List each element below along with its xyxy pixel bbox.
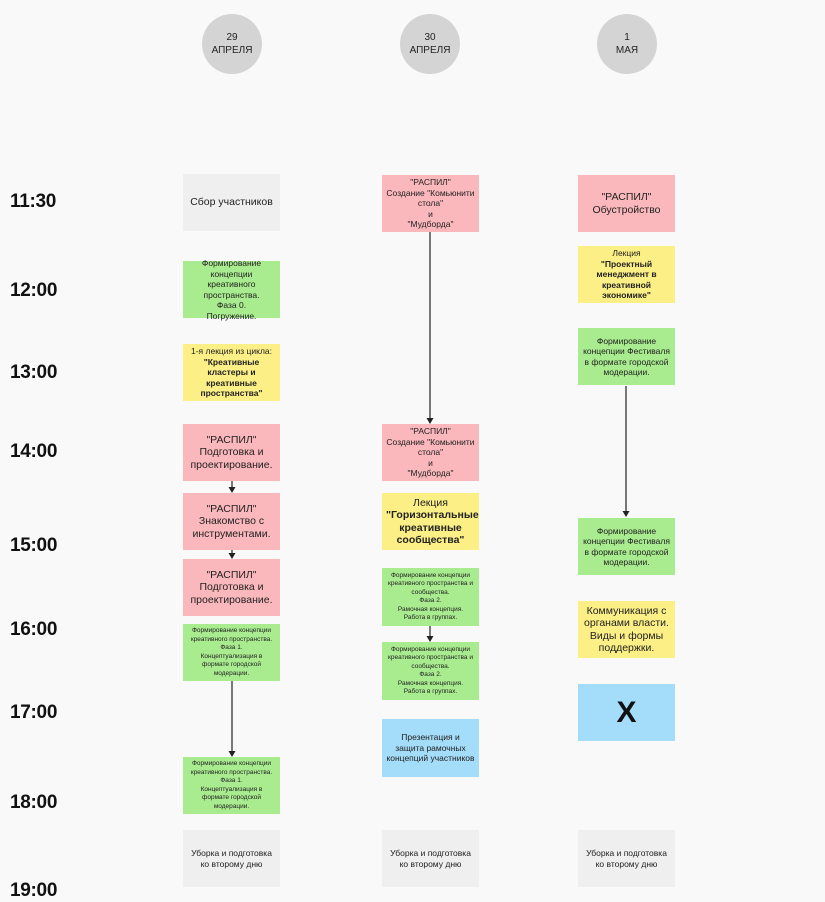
- day-number: 30: [424, 32, 436, 43]
- card-line: "РАСПИЛ": [206, 433, 257, 446]
- card-lecture-1: 1-я лекция из цикла: "Креативные кластер…: [183, 344, 280, 401]
- card-line: Обустройство: [592, 203, 661, 216]
- card-festival-concept-b: Формирование концепции Фестиваля в форма…: [578, 518, 675, 575]
- card-line: Рамочная концепция.: [397, 605, 464, 613]
- card-line: и: [428, 208, 433, 219]
- x-mark: X: [616, 695, 637, 729]
- card-cleanup-day3: Уборка и подготовка ко второму дню: [578, 830, 675, 887]
- card-festival-concept-a: Формирование концепции Фестиваля в форма…: [578, 328, 675, 385]
- card-raspil-setup: "РАСПИЛ" Обустройство: [578, 175, 675, 232]
- card-line: Формирование концепции креативного прост…: [388, 645, 473, 670]
- card-text: Уборка и подготовка ко второму дню: [586, 848, 667, 869]
- time-label-1400: 14:00: [10, 441, 58, 462]
- card-text: Формирование концепции Фестиваля в форма…: [583, 335, 670, 378]
- card-line: Фаза 1.: [220, 644, 243, 651]
- day-number: 29: [226, 32, 238, 43]
- card-line: Подготовка и проектирование.: [190, 446, 273, 471]
- lecture-title: "Креативные кластеры и креативные простр…: [200, 356, 263, 399]
- time-label-1200: 12:00: [10, 280, 58, 301]
- card-cleanup-day1: Уборка и подготовка ко второму дню: [183, 830, 280, 887]
- card-line: Рамочная концепция.: [397, 679, 464, 687]
- card-line: и: [428, 457, 433, 468]
- card-line: Работа в группах.: [403, 688, 458, 695]
- day-month: МАЯ: [615, 45, 639, 56]
- card-line: "Мудборда": [407, 468, 454, 479]
- card-line: Знакомство с инструментами.: [192, 515, 271, 540]
- card-raspil-community-table-1: "РАСПИЛ" Создание "Комьюнити стола" и "М…: [382, 175, 479, 232]
- card-line: Фаза 2.: [419, 597, 442, 604]
- card-line: Формирование концепции креативного прост…: [190, 760, 273, 776]
- card-line: Работа в группах.: [403, 614, 458, 621]
- card-raspil-preparation-2: "РАСПИЛ" Подготовка и проектирование.: [183, 559, 280, 616]
- lecture-title: "Проектный менеджмент в креативной эконо…: [596, 258, 657, 301]
- card-cleanup-day2: Уборка и подготовка ко второму дню: [382, 830, 479, 887]
- lecture-intro: Лекция: [612, 248, 641, 259]
- card-text: Коммуникация с органами власти. Виды и ф…: [584, 604, 669, 655]
- card-text: Уборка и подготовка ко второму дню: [390, 848, 471, 869]
- card-line: Формирование концепции креативного прост…: [201, 258, 262, 300]
- lecture-intro: 1-я лекция из цикла:: [191, 346, 272, 357]
- card-line: Создание "Комьюнити стола": [386, 436, 475, 458]
- card-text: Сбор участников: [190, 196, 273, 209]
- lecture-title: "Горизонтальные креативные сообщества": [386, 509, 479, 546]
- time-label-1500: 15:00: [10, 535, 58, 556]
- card-x-mark: X: [578, 684, 675, 741]
- card-line: "РАСПИЛ": [410, 177, 451, 188]
- card-line: Концептуализация в формате городской мод…: [200, 652, 263, 677]
- card-line: Концептуализация в формате городской мод…: [200, 785, 263, 810]
- time-label-1300: 13:00: [10, 362, 58, 383]
- day-header-29-april: 29 АПРЕЛЯ: [202, 14, 262, 74]
- card-authorities-communication: Коммуникация с органами власти. Виды и ф…: [578, 601, 675, 658]
- time-label-1800: 18:00: [10, 792, 58, 813]
- time-label-1600: 16:00: [10, 619, 58, 640]
- lecture-intro: Лекция: [413, 496, 448, 509]
- card-text: Презентация и защита рамочных концепций …: [386, 732, 475, 764]
- card-raspil-preparation-1: "РАСПИЛ" Подготовка и проектирование.: [183, 424, 280, 481]
- card-concept-phase1-b: Формирование концепции креативного прост…: [183, 757, 280, 814]
- card-line: Создание "Комьюнити стола": [386, 187, 475, 209]
- day-month: АПРЕЛЯ: [409, 45, 451, 56]
- time-label-1900: 19:00: [10, 880, 58, 901]
- card-line: "Мудборда": [407, 219, 454, 230]
- card-lecture-horizontal-communities: Лекция "Горизонтальные креативные сообще…: [382, 493, 479, 550]
- card-gathering: Сбор участников: [183, 174, 280, 231]
- day-number: 1: [624, 32, 630, 43]
- day-header-30-april: 30 АПРЕЛЯ: [400, 14, 460, 74]
- card-line: Формирование концепции креативного прост…: [190, 627, 273, 643]
- card-concept-phase2-b: Формирование концепции креативного прост…: [382, 642, 479, 700]
- card-text: Формирование концепции Фестиваля в форма…: [583, 525, 670, 568]
- card-lecture-project-management: Лекция "Проектный менеджмент в креативно…: [578, 246, 675, 303]
- card-text: Уборка и подготовка ко второму дню: [191, 848, 272, 869]
- card-line: Фаза 2.: [419, 671, 442, 678]
- card-line: "РАСПИЛ": [206, 502, 257, 515]
- card-line: Фаза 0.: [216, 300, 247, 310]
- card-line: "РАСПИЛ": [601, 191, 652, 203]
- card-concept-phase2-a: Формирование концепции креативного прост…: [382, 568, 479, 626]
- card-line: Подготовка и проектирование.: [190, 581, 273, 606]
- card-line: "РАСПИЛ": [206, 568, 257, 581]
- card-line: "РАСПИЛ": [410, 426, 451, 437]
- day-header-1-may: 1 МАЯ: [597, 14, 657, 74]
- time-label-1130: 11:30: [10, 191, 57, 212]
- time-label-1700: 17:00: [10, 702, 58, 723]
- card-concept-phase0: Формирование концепции креативного прост…: [183, 258, 280, 321]
- card-raspil-community-table-2: "РАСПИЛ" Создание "Комьюнити стола" и "М…: [382, 424, 479, 481]
- card-line: Формирование концепции креативного прост…: [388, 571, 473, 596]
- card-line: Фаза 1.: [220, 777, 243, 784]
- card-presentation: Презентация и защита рамочных концепций …: [382, 719, 479, 777]
- day-month: АПРЕЛЯ: [211, 45, 253, 56]
- card-concept-phase1-a: Формирование концепции креативного прост…: [183, 624, 280, 681]
- card-line: Погружение.: [206, 310, 257, 321]
- card-raspil-tools: "РАСПИЛ" Знакомство с инструментами.: [183, 493, 280, 550]
